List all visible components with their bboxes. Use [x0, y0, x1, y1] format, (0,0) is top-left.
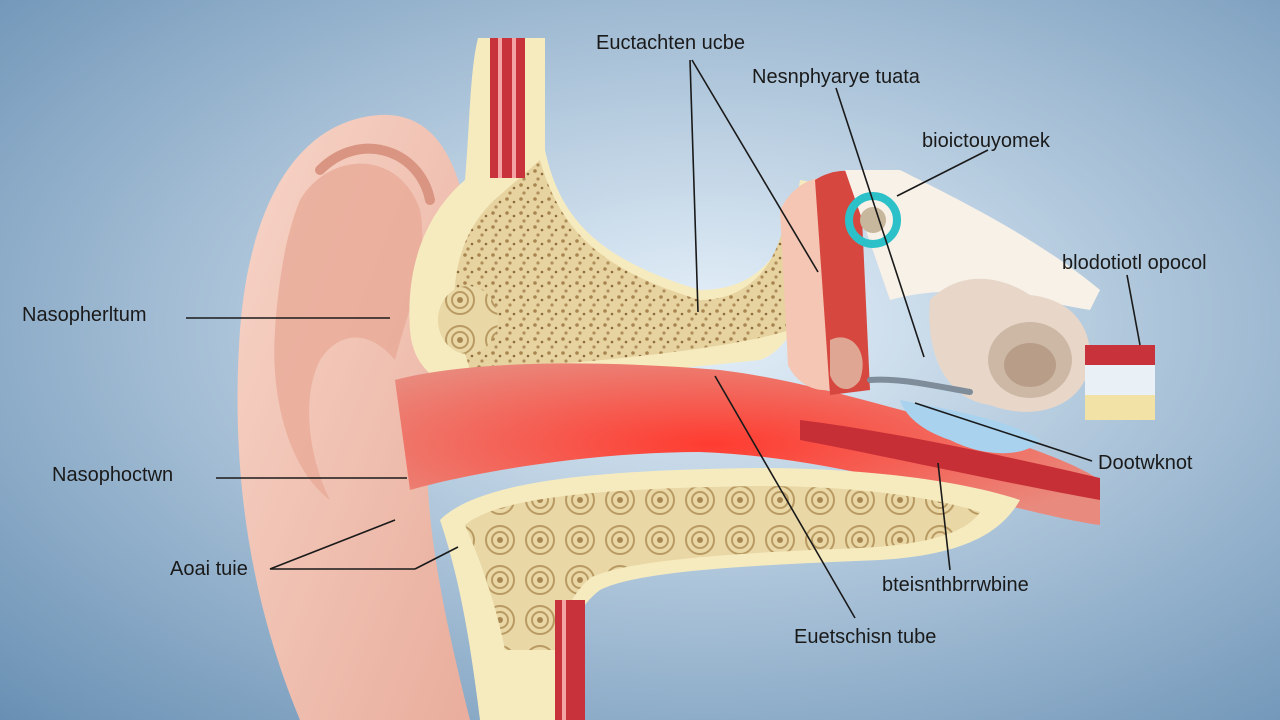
leader-right-upper [896, 149, 989, 197]
lower-bone [440, 468, 1020, 720]
label-left-middle: Nasophoctwn [52, 464, 174, 486]
leader-top-right [835, 87, 925, 358]
leader-lines [186, 59, 1141, 619]
inner-ear [867, 278, 1090, 454]
label-bottom-center: Euetschisn tube [794, 626, 937, 648]
leader-bottom-right [937, 462, 951, 571]
membrane-ring [845, 192, 901, 248]
leader-right-lower [914, 402, 1093, 462]
leader-top-center-b [691, 59, 819, 273]
label-top-center: Euctachten ucbe [596, 32, 745, 54]
middle-ear [780, 170, 1100, 395]
leader-right-middle [1126, 274, 1141, 346]
leader-top-center-a [689, 59, 699, 313]
nerve-bundle [1085, 345, 1155, 420]
label-right-lower: Dootwknot [1098, 452, 1193, 474]
label-top-right: Nesnphyarye tuata [752, 66, 920, 88]
canal-vessel [800, 420, 1100, 500]
leader-left-lower-c [414, 546, 459, 570]
label-bottom-right: bteisnthbrrwbine [882, 574, 1029, 596]
upper-bone [409, 38, 830, 390]
label-left-upper: Nasopherltum [22, 304, 147, 326]
label-right-middle: blodotiotl opocol [1062, 252, 1207, 274]
leader-bottom-center [714, 375, 856, 619]
label-left-lower: Aoai tuie [170, 558, 248, 580]
leader-left-lower-a [269, 519, 396, 570]
label-right-upper: bioictouyomek [922, 130, 1050, 152]
